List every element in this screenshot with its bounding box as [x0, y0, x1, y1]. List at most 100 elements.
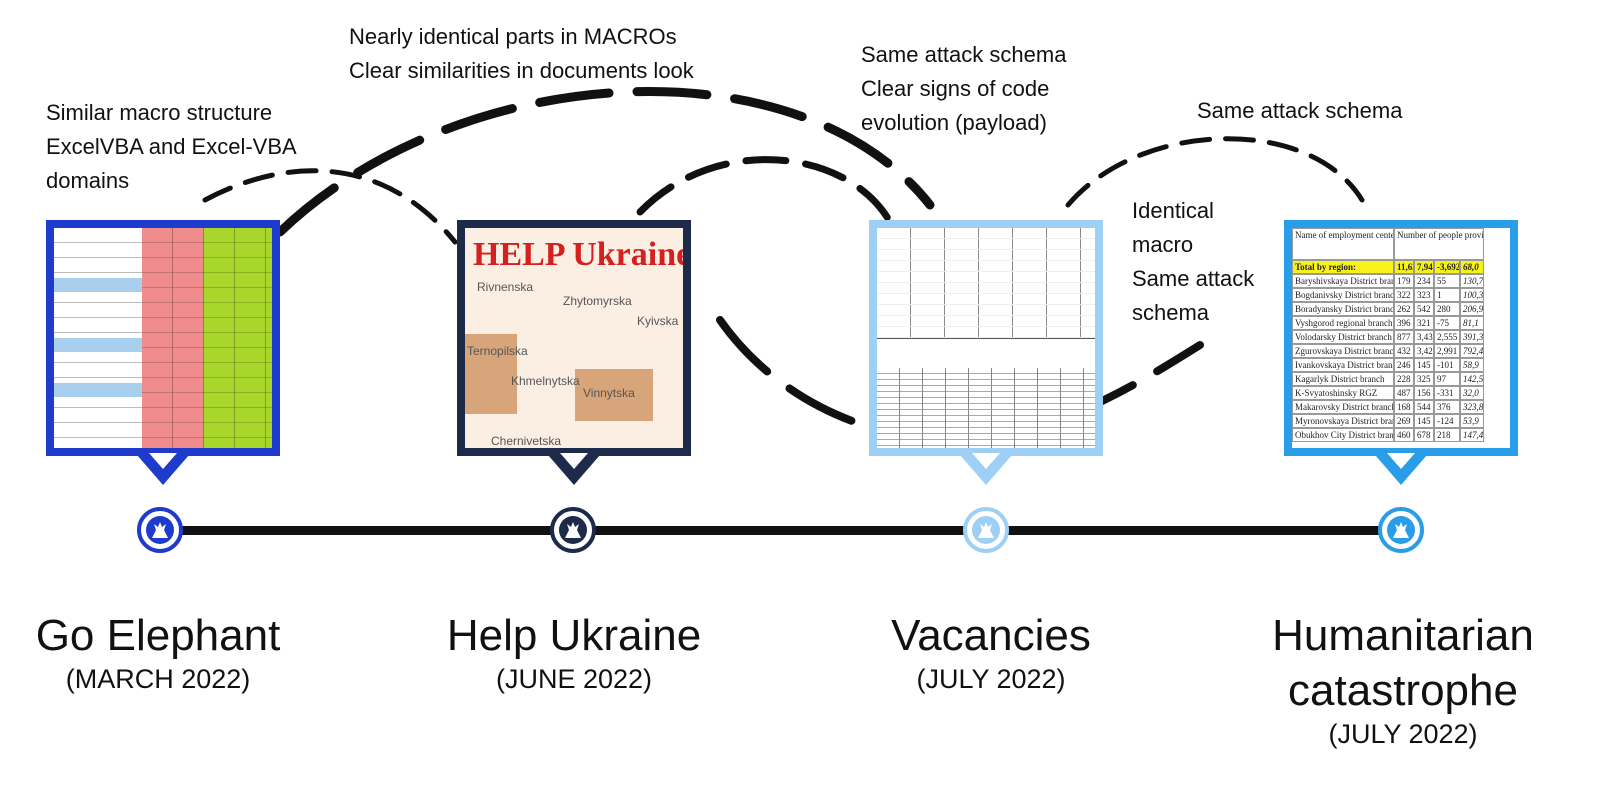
- event-go-elephant: Go Elephant (MARCH 2022): [10, 608, 306, 695]
- table-preview: Name of employment centers Number of peo…: [1292, 228, 1510, 448]
- table-cell: 487: [1394, 386, 1414, 400]
- event-date: (JULY 2022): [1328, 719, 1478, 749]
- table-cell: 100,3: [1460, 288, 1484, 302]
- table-cell: 3,432: [1414, 330, 1434, 344]
- timeline-node-vacancies: [963, 507, 1009, 553]
- table-cell: Myronovskaya District branch: [1292, 414, 1394, 428]
- table-cell: Zgurovskaya District branch: [1292, 344, 1394, 358]
- event-title: Vacancies: [891, 611, 1091, 660]
- table-cell: Ivankovskaya District branch: [1292, 358, 1394, 372]
- table-cell: 396: [1394, 316, 1414, 330]
- event-date: (MARCH 2022): [65, 664, 251, 694]
- table-cell: 53,9: [1460, 414, 1484, 428]
- note-identical-macros: Nearly identical parts in MACROs Clear s…: [349, 24, 694, 83]
- table-cell: 142,5: [1460, 372, 1484, 386]
- note-macro-structure: Similar macro structure ExcelVBA and Exc…: [46, 100, 297, 193]
- table-cell: K-Svyatoshinsky RGZ: [1292, 386, 1394, 400]
- map-label-rivnenska: Rivnenska: [477, 280, 534, 294]
- arc-help-ukraine-to-vacancies: [636, 156, 899, 236]
- table-cell: 58,9: [1460, 358, 1484, 372]
- wolf-icon: [565, 522, 581, 538]
- event-date: (JUNE 2022): [495, 664, 653, 694]
- table-body: Total by region:11,6367,944-3,69268,0Bar…: [1292, 260, 1510, 442]
- table-cell: -75: [1434, 316, 1460, 330]
- table-cell: 147,4: [1460, 428, 1484, 442]
- table-cell: -101: [1434, 358, 1460, 372]
- table-cell: 542: [1414, 302, 1434, 316]
- thumbnail-vacancies: [869, 220, 1103, 456]
- thumbnail-go-elephant: [46, 220, 280, 456]
- table-cell: 269: [1394, 414, 1414, 428]
- table-cell: 228: [1394, 372, 1414, 386]
- timeline-node-help-ukraine: [550, 507, 596, 553]
- note-identical-macro: Identical macro Same attack schema: [1132, 198, 1255, 325]
- thumbnail-help-ukraine: HELP Ukraine! Rivnenska Zhytomyrska Kyiv…: [457, 220, 691, 456]
- table-cell: 234: [1414, 274, 1434, 288]
- thumbnail-humanitarian: Name of employment centers Number of peo…: [1284, 220, 1518, 456]
- event-vacancies: Vacancies (JULY 2022): [842, 608, 1140, 695]
- table-cell: 877: [1394, 330, 1414, 344]
- table-cell: 3,423: [1414, 344, 1434, 358]
- event-date: (JULY 2022): [916, 664, 1066, 694]
- wolf-icon: [978, 522, 994, 538]
- table-cell: 156: [1414, 386, 1434, 400]
- table-cell: 544: [1414, 400, 1434, 414]
- table-cell: 32,0: [1460, 386, 1484, 400]
- note-code-evolution: Same attack schema Clear signs of code e…: [861, 42, 1067, 135]
- table-cell: 168: [1394, 400, 1414, 414]
- table-cell: 97: [1434, 372, 1460, 386]
- table-cell: 1: [1434, 288, 1460, 302]
- map-label-khmelnytska: Khmelnytska: [511, 374, 580, 388]
- table-cell: 145: [1414, 358, 1434, 372]
- table-cell: 792,4: [1460, 344, 1484, 358]
- document-preview: HELP Ukraine! Rivnenska Zhytomyrska Kyiv…: [465, 228, 691, 448]
- pointer-vacancies: [960, 453, 1012, 485]
- table-cell: 376: [1434, 400, 1460, 414]
- event-title: Go Elephant: [35, 611, 281, 660]
- table-cell: 323,8: [1460, 400, 1484, 414]
- table-cell: 262: [1394, 302, 1414, 316]
- table-cell: 678: [1414, 428, 1434, 442]
- table-cell: Total by region:: [1292, 260, 1394, 274]
- table-cell: 206,9: [1460, 302, 1484, 316]
- table-cell: Obukhov City District branch: [1292, 428, 1394, 442]
- table-header: Name of employment centers: [1292, 228, 1394, 260]
- timeline-bar: [160, 526, 1410, 535]
- event-title: catastrophe: [1288, 666, 1518, 715]
- table-cell: Baryshivskaya District branch: [1292, 274, 1394, 288]
- map-label-vinnytska: Vinnytska: [583, 386, 635, 400]
- table-cell: -124: [1434, 414, 1460, 428]
- help-ukraine-heading: HELP Ukraine!: [473, 236, 691, 273]
- table-cell: 322: [1394, 288, 1414, 302]
- wolf-icon: [1393, 522, 1409, 538]
- table-cell: Boradyansky District branch: [1292, 302, 1394, 316]
- spreadsheet-preview: [54, 228, 272, 448]
- map-label-kyivska: Kyivska: [637, 314, 679, 328]
- table-cell: -331: [1434, 386, 1460, 400]
- pointer-go-elephant: [137, 453, 189, 485]
- table-cell: Kagarlyk District branch: [1292, 372, 1394, 386]
- pointer-humanitarian: [1375, 453, 1427, 485]
- event-help-ukraine: Help Ukraine (JUNE 2022): [425, 608, 723, 695]
- table-cell: 7,944: [1414, 260, 1434, 274]
- table-cell: 55: [1434, 274, 1460, 288]
- map-label-zhytomyrska: Zhytomyrska: [563, 294, 632, 308]
- note-same-attack-schema: Same attack schema: [1197, 98, 1403, 123]
- table-cell: 179: [1394, 274, 1414, 288]
- map-label-ternopilska: Ternopilska: [467, 344, 528, 358]
- arc-go-elephant-to-help-ukraine: [202, 168, 458, 245]
- arc-vacancies-to-humanitarian: [1065, 136, 1365, 208]
- table-cell: 2,991: [1434, 344, 1460, 358]
- table-cell: 11,636: [1394, 260, 1414, 274]
- table-cell: 145: [1414, 414, 1434, 428]
- table-cell: 130,7: [1460, 274, 1484, 288]
- table-cell: 323: [1414, 288, 1434, 302]
- pointer-help-ukraine: [548, 453, 600, 485]
- table-cell: 391,3: [1460, 330, 1484, 344]
- table-cell: Makarovsky District branch: [1292, 400, 1394, 414]
- table-cell: Vyshgorod regional branch: [1292, 316, 1394, 330]
- table-preview: [877, 228, 1095, 448]
- table-cell: 246: [1394, 358, 1414, 372]
- table-cell: 325: [1414, 372, 1434, 386]
- table-cell: -3,692: [1434, 260, 1460, 274]
